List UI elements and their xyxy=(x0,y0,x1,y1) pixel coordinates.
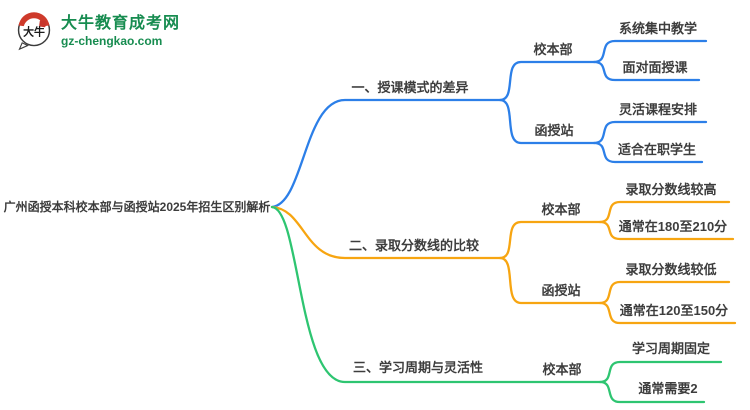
site-url: gz-chengkao.com xyxy=(61,34,163,48)
leaf-working-students[interactable]: 适合在职学生 xyxy=(617,142,697,157)
leaf-score-120-150[interactable]: 通常在120至150分 xyxy=(619,303,729,318)
branch1-node-main-campus[interactable]: 校本部 xyxy=(533,42,573,57)
leaf-score-180-210[interactable]: 通常在180至210分 xyxy=(618,219,728,234)
branch2-campus-leaf2-line xyxy=(598,220,735,241)
branch1-node-correspondence-station[interactable]: 函授站 xyxy=(534,123,574,138)
branch3-campus-leaf2-line xyxy=(598,380,706,404)
branch1-main-line xyxy=(270,98,502,209)
leaf-flexible-schedule[interactable]: 灵活课程安排 xyxy=(618,102,698,117)
site-logo[interactable]: 大牛 大牛教育成考网 gz-chengkao.com xyxy=(14,11,180,51)
logo-icon-text: 大牛 xyxy=(23,25,45,39)
branch2-station-leaf1-line xyxy=(598,280,731,305)
branch2-campus-line xyxy=(498,220,602,260)
daniu-logo-icon: 大牛 xyxy=(17,12,51,51)
branch1-station-leaf2-line xyxy=(592,141,704,164)
site-name: 大牛教育成考网 xyxy=(61,15,181,32)
branch2-campus-leaf1-line xyxy=(598,200,731,224)
leaf-lower-score[interactable]: 录取分数线较低 xyxy=(625,262,717,277)
logo-text-block: 大牛教育成考网 gz-chengkao.com xyxy=(61,14,180,48)
topic-admission-scores[interactable]: 二、录取分数线的比较 xyxy=(348,238,480,253)
branch1-campus-leaf2-line xyxy=(592,60,701,82)
branch1-campus-leaf1-line xyxy=(592,39,708,64)
branch1-station-line xyxy=(498,98,596,145)
branch2-node-correspondence-station[interactable]: 函授站 xyxy=(541,283,581,298)
topic-study-cycle[interactable]: 三、学习周期与灵活性 xyxy=(352,360,484,375)
branch3-campus-leaf1-line xyxy=(598,360,723,384)
branch3-main-line xyxy=(270,205,602,384)
branch2-node-main-campus[interactable]: 校本部 xyxy=(541,202,581,217)
branch2-station-leaf2-line xyxy=(598,301,737,325)
topic-teaching-mode[interactable]: 一、授课模式的差异 xyxy=(351,80,469,95)
branch3-node-main-campus[interactable]: 校本部 xyxy=(542,362,582,377)
branch1-campus-line xyxy=(498,60,596,102)
branch1-station-leaf1-line xyxy=(592,120,708,145)
leaf-usually-needs-2[interactable]: 通常需要2 xyxy=(638,381,698,396)
leaf-higher-score[interactable]: 录取分数线较高 xyxy=(625,182,717,197)
leaf-systematic-teaching[interactable]: 系统集中教学 xyxy=(618,21,698,36)
branch2-main-line xyxy=(270,205,502,260)
root-topic[interactable]: 广州函授本科校本部与函授站2025年招生区别解析 xyxy=(3,200,271,214)
leaf-face-to-face[interactable]: 面对面授课 xyxy=(622,60,688,75)
branch2-station-line xyxy=(498,256,602,305)
leaf-fixed-cycle[interactable]: 学习周期固定 xyxy=(631,341,711,356)
